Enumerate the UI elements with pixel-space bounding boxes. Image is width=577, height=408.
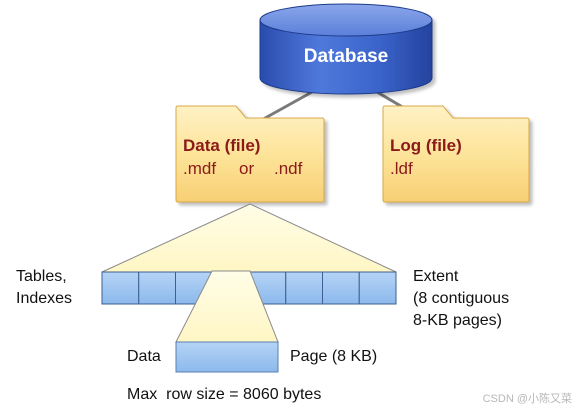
extent-page-7 (322, 271, 360, 305)
extent-page-1 (101, 271, 140, 305)
data-file-or: or (239, 159, 254, 178)
database-label: Database (304, 46, 389, 67)
single-page (175, 341, 279, 373)
extent-expansion-wedge (101, 203, 397, 273)
data-file-title: Data (file) (183, 136, 260, 155)
extent-page-2 (138, 271, 176, 305)
tables-label-line2: Indexes (16, 290, 72, 307)
data-label: Data (127, 348, 161, 365)
tables-label-line1: Tables, (16, 268, 67, 285)
data-file-ext-ndf: .ndf (274, 159, 303, 178)
max-row-size-label: Max row size = 8060 bytes (127, 386, 321, 403)
extent-page-6 (285, 271, 323, 305)
page-size-label: Page (8 KB) (290, 348, 377, 365)
log-file-folder-icon (382, 105, 530, 203)
log-file-ext: .ldf (390, 159, 413, 178)
log-file-title: Log (file) (390, 136, 462, 155)
database-cylinder (259, 3, 433, 95)
extent-page-8 (358, 271, 397, 305)
extent-label-line1: Extent (413, 268, 459, 285)
data-file-ext-mdf: .mdf (183, 159, 216, 178)
data-file-folder-icon (175, 105, 325, 203)
extent-label-line3: 8-KB pages) (413, 312, 502, 329)
watermark: CSDN @小陈又菜 (483, 391, 572, 405)
extent-label-line2: (8 contiguous (413, 290, 509, 307)
